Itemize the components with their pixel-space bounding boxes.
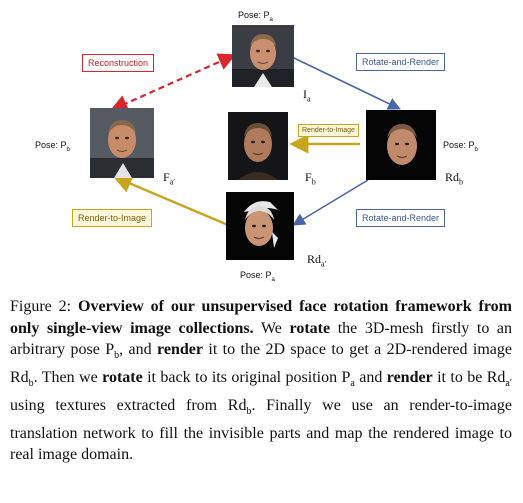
caption-sub: a′ xyxy=(505,378,513,390)
reconstruction-box: Reconstruction xyxy=(82,54,155,72)
label-Fa: Fa′ xyxy=(163,170,175,187)
label-Fb: Fb xyxy=(305,170,316,187)
input-face-image xyxy=(232,25,294,87)
pose-label-left: Pose: Pb xyxy=(35,140,70,153)
render-to-image-box: Render-to-Image xyxy=(72,209,153,227)
reconstruction-arrow xyxy=(109,53,237,112)
label-Rda: Rda′ xyxy=(307,252,327,269)
caption-text: . Then we xyxy=(33,368,98,386)
pose-label-top: Pose: Pa xyxy=(238,10,273,23)
overview-figure: Pose: Pa Ia Pose: Pb Fa′ xyxy=(35,10,478,283)
caption-text: using textures extracted from Rd xyxy=(10,396,247,414)
caption-figure-number: Figure 2: xyxy=(10,298,72,315)
label-Rdb: Rdb xyxy=(445,170,464,187)
caption-text: it to be Rd xyxy=(437,368,506,386)
caption-sub: b xyxy=(114,350,120,362)
caption-text: it to the 2D space to get a 2D-rendered … xyxy=(10,341,513,386)
rotate-render-bottom-box: Rotate-and-Render xyxy=(356,209,446,227)
caption-text: We xyxy=(260,319,282,337)
rendered-face-a-image xyxy=(226,192,294,260)
caption-sub: a xyxy=(350,378,355,390)
caption-title: Overview of our unsupervised face rotati… xyxy=(10,298,513,337)
rendered-face-b-image xyxy=(366,110,436,180)
pose-label-bottom: Pose: Pa xyxy=(240,270,275,283)
caption-text: . Finally we use an render-to-image tran… xyxy=(10,396,513,464)
caption-bold: render xyxy=(386,368,433,386)
caption-sub: b xyxy=(246,405,252,417)
caption-text: , and xyxy=(119,341,152,359)
figure-caption: Figure 2: Overview of our unsupervised f… xyxy=(10,296,512,466)
render-to-image-arrow xyxy=(112,174,229,227)
label-Ia: Ia xyxy=(303,87,311,104)
pose-label-right: Pose: Pb xyxy=(443,140,478,153)
arrow-layer xyxy=(109,53,401,227)
rotate-render-bottom-arrow xyxy=(292,179,369,226)
caption-text: the 3D-mesh firstly to an arbitrary pose… xyxy=(10,319,513,359)
caption-text: and xyxy=(359,368,383,386)
caption-bold: render xyxy=(157,341,203,359)
rotate-render-top-box: Rotate-and-Render xyxy=(356,53,446,71)
rotate-render-top-arrow xyxy=(293,57,401,110)
caption-bold: rotate xyxy=(289,319,331,337)
output-face-image xyxy=(90,108,154,178)
rotated-face-image xyxy=(228,112,288,180)
render-to-image-small-box: Render-to-Image xyxy=(298,124,359,137)
caption-bold: rotate xyxy=(102,368,143,386)
caption-sub: b xyxy=(28,378,34,390)
caption-text: it back to its original position P xyxy=(147,368,351,386)
